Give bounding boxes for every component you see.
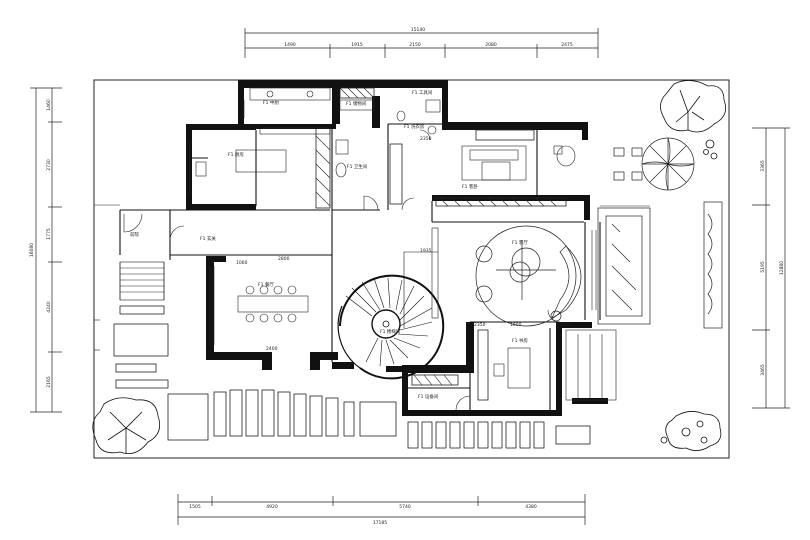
left-seg-1: 1460 (46, 99, 52, 111)
bottom-overall-dim: 17185 (373, 520, 387, 526)
tree-icon (660, 411, 722, 451)
top-seg-4: 2080 (485, 42, 497, 48)
label-equipment: F1 设备间 (418, 393, 439, 400)
label-bath: F1 卫生间 (347, 163, 368, 170)
top-seg-2: 1915 (351, 42, 363, 48)
interior-partitions (119, 123, 601, 410)
label-kitchen: F1 厨房 (228, 151, 244, 158)
inner-dim-7: 1060 (560, 322, 572, 328)
left-overall-dim: 16080 (29, 243, 35, 257)
water-feature (703, 201, 723, 329)
spiral-stair-icon (337, 251, 445, 380)
label-study: F1 书房 (512, 337, 528, 344)
left-seg-5: 2165 (46, 376, 52, 388)
tree-icon (660, 80, 727, 160)
bottom-seg-2: 4920 (266, 504, 278, 510)
right-seg-1: 3365 (760, 160, 766, 172)
label-entry: 前院 (130, 231, 139, 238)
label-laundry: F1 洗衣房 (404, 123, 425, 130)
guest-bed (461, 145, 576, 181)
inner-dim-5: 2350 (474, 322, 486, 328)
label-dining: F1 餐厅 (258, 281, 274, 288)
umbrella-table-icon (613, 137, 695, 191)
label-utility: F1 工具间 (412, 89, 433, 96)
study-furniture (493, 347, 531, 389)
bottom-dimension-chain: 1505 4920 5740 4380 17185 (177, 494, 586, 526)
right-dimension-chain: 3365 5195 3465 12880 (752, 127, 790, 409)
inner-dim-8: 2350 (420, 136, 432, 142)
top-dimension-chain: 15140 1490 1915 2150 2080 2475 (244, 27, 599, 58)
bottom-seg-3: 5740 (399, 504, 411, 510)
right-seg-3: 3465 (760, 364, 766, 376)
label-storage: F1 储物间 (346, 100, 367, 107)
left-seg-2: 2730 (46, 159, 52, 171)
left-seg-3: 1775 (46, 228, 52, 240)
bath-fixtures (335, 99, 441, 178)
top-seg-1: 1490 (284, 42, 296, 48)
left-seg-4: 4240 (46, 301, 52, 313)
inner-dims: 1060 2800 2400 1935 2350 1600 1060 2350 (236, 136, 572, 352)
room-labels: F1 中厨 F1 厨房 F1 储物间 F1 卫生间 F1 洗衣房 F1 客卧 前… (130, 89, 528, 400)
top-seg-5: 2475 (561, 42, 573, 48)
label-pantry: F1 中厨 (263, 99, 279, 106)
garden-pavers (113, 305, 591, 449)
inner-dim-1: 1060 (236, 260, 248, 266)
bottom-seg-1: 1505 (189, 504, 201, 510)
hatched-walls (315, 87, 567, 401)
kitchen-fixtures (195, 87, 331, 177)
dining-table (237, 285, 309, 323)
entry-steps (119, 227, 617, 401)
inner-dim-3: 2400 (266, 346, 278, 352)
left-dimension-chain: 16080 1460 2730 1775 4240 2165 (29, 87, 62, 413)
bottom-seg-4: 4380 (525, 504, 537, 510)
tree-icon (92, 397, 161, 455)
pool (597, 207, 651, 325)
windows (189, 100, 597, 345)
label-guest-bed: F1 客卧 (462, 183, 478, 190)
living-room-furniture (475, 225, 582, 327)
right-seg-2: 5195 (760, 261, 766, 273)
ground-lines (94, 204, 650, 351)
label-living: F1 客厅 (512, 239, 528, 246)
exterior-walls (186, 80, 608, 416)
top-seg-3: 2150 (409, 42, 421, 48)
right-overall-dim: 12880 (779, 261, 785, 275)
label-foyer: F1 玄关 (200, 235, 216, 242)
inner-dim-4: 1935 (420, 248, 432, 254)
inner-dim-2: 2800 (278, 256, 290, 262)
label-stair: F1 楼梯间 (380, 328, 401, 335)
top-overall-dim: 15140 (411, 27, 425, 33)
doors (123, 129, 561, 411)
inner-dim-6: 1600 (510, 322, 522, 328)
